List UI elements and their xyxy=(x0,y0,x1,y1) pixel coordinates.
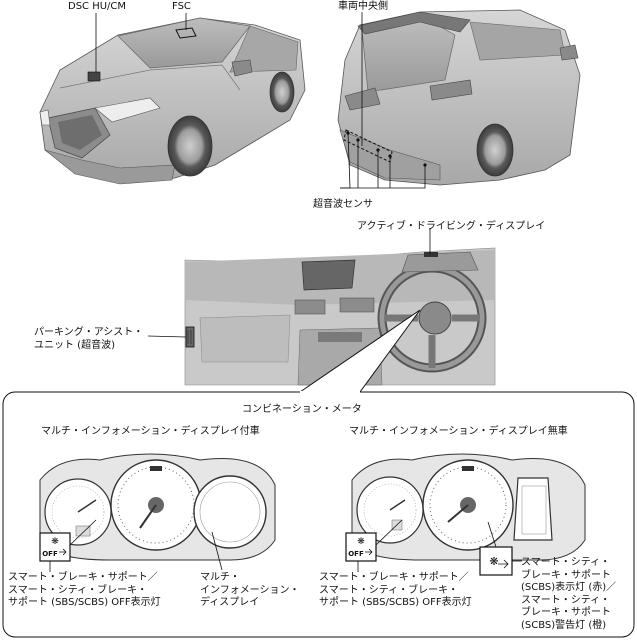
svg-text:❋: ❋ xyxy=(357,537,365,547)
front-car xyxy=(39,17,306,185)
svg-text:❋: ❋ xyxy=(489,555,498,568)
left-sbs-off-label: スマート・ブレーキ・サポート／ スマート・シティ・ブレーキ・ サポート (SBS… xyxy=(8,572,161,608)
right-sbs-off-label: スマート・ブレーキ・サポート／ スマート・シティ・ブレーキ・ サポート (SBS… xyxy=(319,572,472,608)
multi-info-display-label: マルチ・ インフォメーション・ ディスプレイ xyxy=(200,572,300,608)
fsc-label: FSC xyxy=(172,1,191,12)
scbs-indicator-label: スマート・シティ・ ブレーキ・サポート (SCBS)表示灯 (赤)／ スマート・… xyxy=(521,557,617,631)
right-off-icon-text: OFF xyxy=(348,550,364,558)
left-meter-cluster: ❋ OFF xyxy=(39,453,276,562)
svg-text:❋: ❋ xyxy=(51,537,59,547)
combination-meter-title: コンビネーション・メータ xyxy=(242,404,362,415)
dsc-module-marker xyxy=(87,71,101,82)
rear-center-label: 車両中央側 xyxy=(338,1,388,12)
right-meter-cluster: ❋ OFF ❋ xyxy=(345,453,586,576)
left-off-icon-text: OFF xyxy=(42,550,58,558)
ultrasonic-sensor-label: 超音波センサ xyxy=(313,199,373,210)
parking-assist-label: パーキング・アシスト・ ユニット (超音波) xyxy=(34,327,144,351)
active-driving-display-label: アクティブ・ドライビング・ディスプレイ xyxy=(357,221,546,232)
rear-car xyxy=(337,9,581,186)
dsc-hu-cm-label: DSC HU/CM xyxy=(68,1,127,12)
left-cluster-heading: マルチ・インフォメーション・ディスプレイ付車 xyxy=(41,426,260,437)
right-cluster-heading: マルチ・インフォメーション・ディスプレイ無車 xyxy=(349,426,568,437)
